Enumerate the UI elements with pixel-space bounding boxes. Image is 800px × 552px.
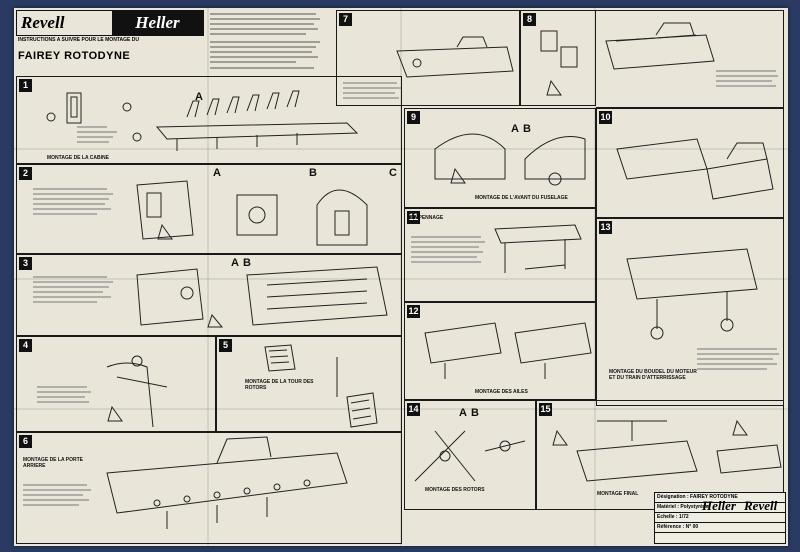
step-13-panel: 13 MONTAGE DU BOUDEL DU MOTEUR ET DU TRA… [596,218,784,406]
sub-step-letter: B [309,167,317,179]
sub-step-letter: B [471,407,479,419]
step-7-drawing [343,36,514,99]
step-2-panel: 2 A B C [16,164,402,254]
title-block-reference: Référence : N° 00 [655,523,785,533]
step-1-panel: 1 A MONTAGE DE LA CABINE [16,76,402,164]
step-number: 12 [407,305,420,318]
step-4-panel: 4 [16,336,216,432]
step-15-drawing [552,419,782,482]
sub-step-letter: A [195,91,203,103]
step-6-panel: 6 MONTAGE DE LA PORTE ARRIERE [16,432,402,544]
step-14-panel: 14 A B MONTAGE DES ROTORS [404,400,536,510]
fold-line [207,8,209,546]
step-caption: MONTAGE DE LA CABINE [47,155,109,161]
step-11-panel: 11 EMPENNAGE [404,208,596,302]
brand-revell: Revell [21,13,65,32]
step-number: 4 [19,339,32,352]
overview-panel [596,10,784,108]
step-caption: MONTAGE DE L'AVANT DU FUSELAGE [475,195,568,201]
page-title: FAIREY ROTODYNE [18,50,131,62]
step-8-panel: 8 [520,10,596,106]
step-number: 8 [523,13,536,26]
step-1-drawing [46,90,359,151]
step-14-drawing [414,430,526,482]
intro-text-lines [210,13,320,69]
sub-step-letter: B [243,257,251,269]
step-number: 7 [339,13,352,26]
step-7-panel: 7 [336,10,520,106]
step-3-drawing [33,266,388,328]
step-10-drawing [616,138,774,200]
step-6-drawing [23,436,348,529]
sub-step-letter: C [389,167,397,179]
step-caption: MONTAGE FINAL [597,491,639,497]
sub-step-letter: B [523,123,531,135]
step-10-panel: 10 [596,108,784,218]
intro-text [206,8,328,78]
step-8-drawing [540,30,578,96]
sub-step-letter: A [231,257,239,269]
step-number: 11 [407,211,420,224]
overview-drawing [605,22,778,87]
instruction-sheet: Revell Heller INSTRUCTIONS A SUIVRE POUR… [14,8,788,546]
step-number: 3 [19,257,32,270]
brand-revell-footer: Revell [744,498,778,513]
step-5-panel: 5 MONTAGE DE LA TOUR DES ROTORS [216,336,402,432]
step-number: 6 [19,435,32,448]
step-caption: MONTAGE DE LA PORTE ARRIERE [23,457,83,469]
sub-step-letter: A [213,167,221,179]
step-caption: MONTAGE DES ROTORS [425,487,485,493]
title-block-designation: Désignation : FAIREY ROTODYNE [655,493,785,503]
step-13-drawing [626,248,779,370]
step-number: 10 [599,111,612,124]
step-12-panel: 12 MONTAGE DES AILES [404,302,596,400]
brand-logo: Revell Heller [16,10,204,36]
step-2-drawing [33,180,368,246]
step-caption: MONTAGE DE LA TOUR DES ROTORS [245,379,314,391]
step-12-drawing [424,322,592,379]
step-number: 9 [407,111,420,124]
step-9-panel: 9 A B MONTAGE DE L'AVANT DU FUSELAGE [404,108,596,208]
title-block-scale: Echelle : 1/72 [655,513,785,523]
step-9-drawing [434,133,586,186]
step-4-drawing [37,355,168,428]
sub-step-letter: A [459,407,467,419]
step-number: 15 [539,403,552,416]
brand-heller: Heller [112,11,203,35]
step-number: 1 [19,79,32,92]
step-number: 13 [599,221,612,234]
step-11-drawing [411,224,582,273]
title-block: Désignation : FAIREY ROTODYNE Matériel :… [654,492,786,544]
step-caption: MONTAGE DU BOUDEL DU MOTEUR ET DU TRAIN … [609,369,697,381]
step-number: 5 [219,339,232,352]
step-3-panel: 3 A B [16,254,402,336]
instructions-subtitle: INSTRUCTIONS A SUIVRE POUR LE MONTAGE DU [18,37,139,43]
step-number: 2 [19,167,32,180]
step-number: 14 [407,403,420,416]
step-caption: EMPENNAGE [411,215,444,221]
brand-heller-footer: Heller [702,498,736,513]
title-block-material: Matériel : Polystyrène [655,503,785,513]
sub-step-letter: A [511,123,519,135]
step-caption: MONTAGE DES AILES [475,389,528,395]
step-5-drawing [264,344,378,428]
